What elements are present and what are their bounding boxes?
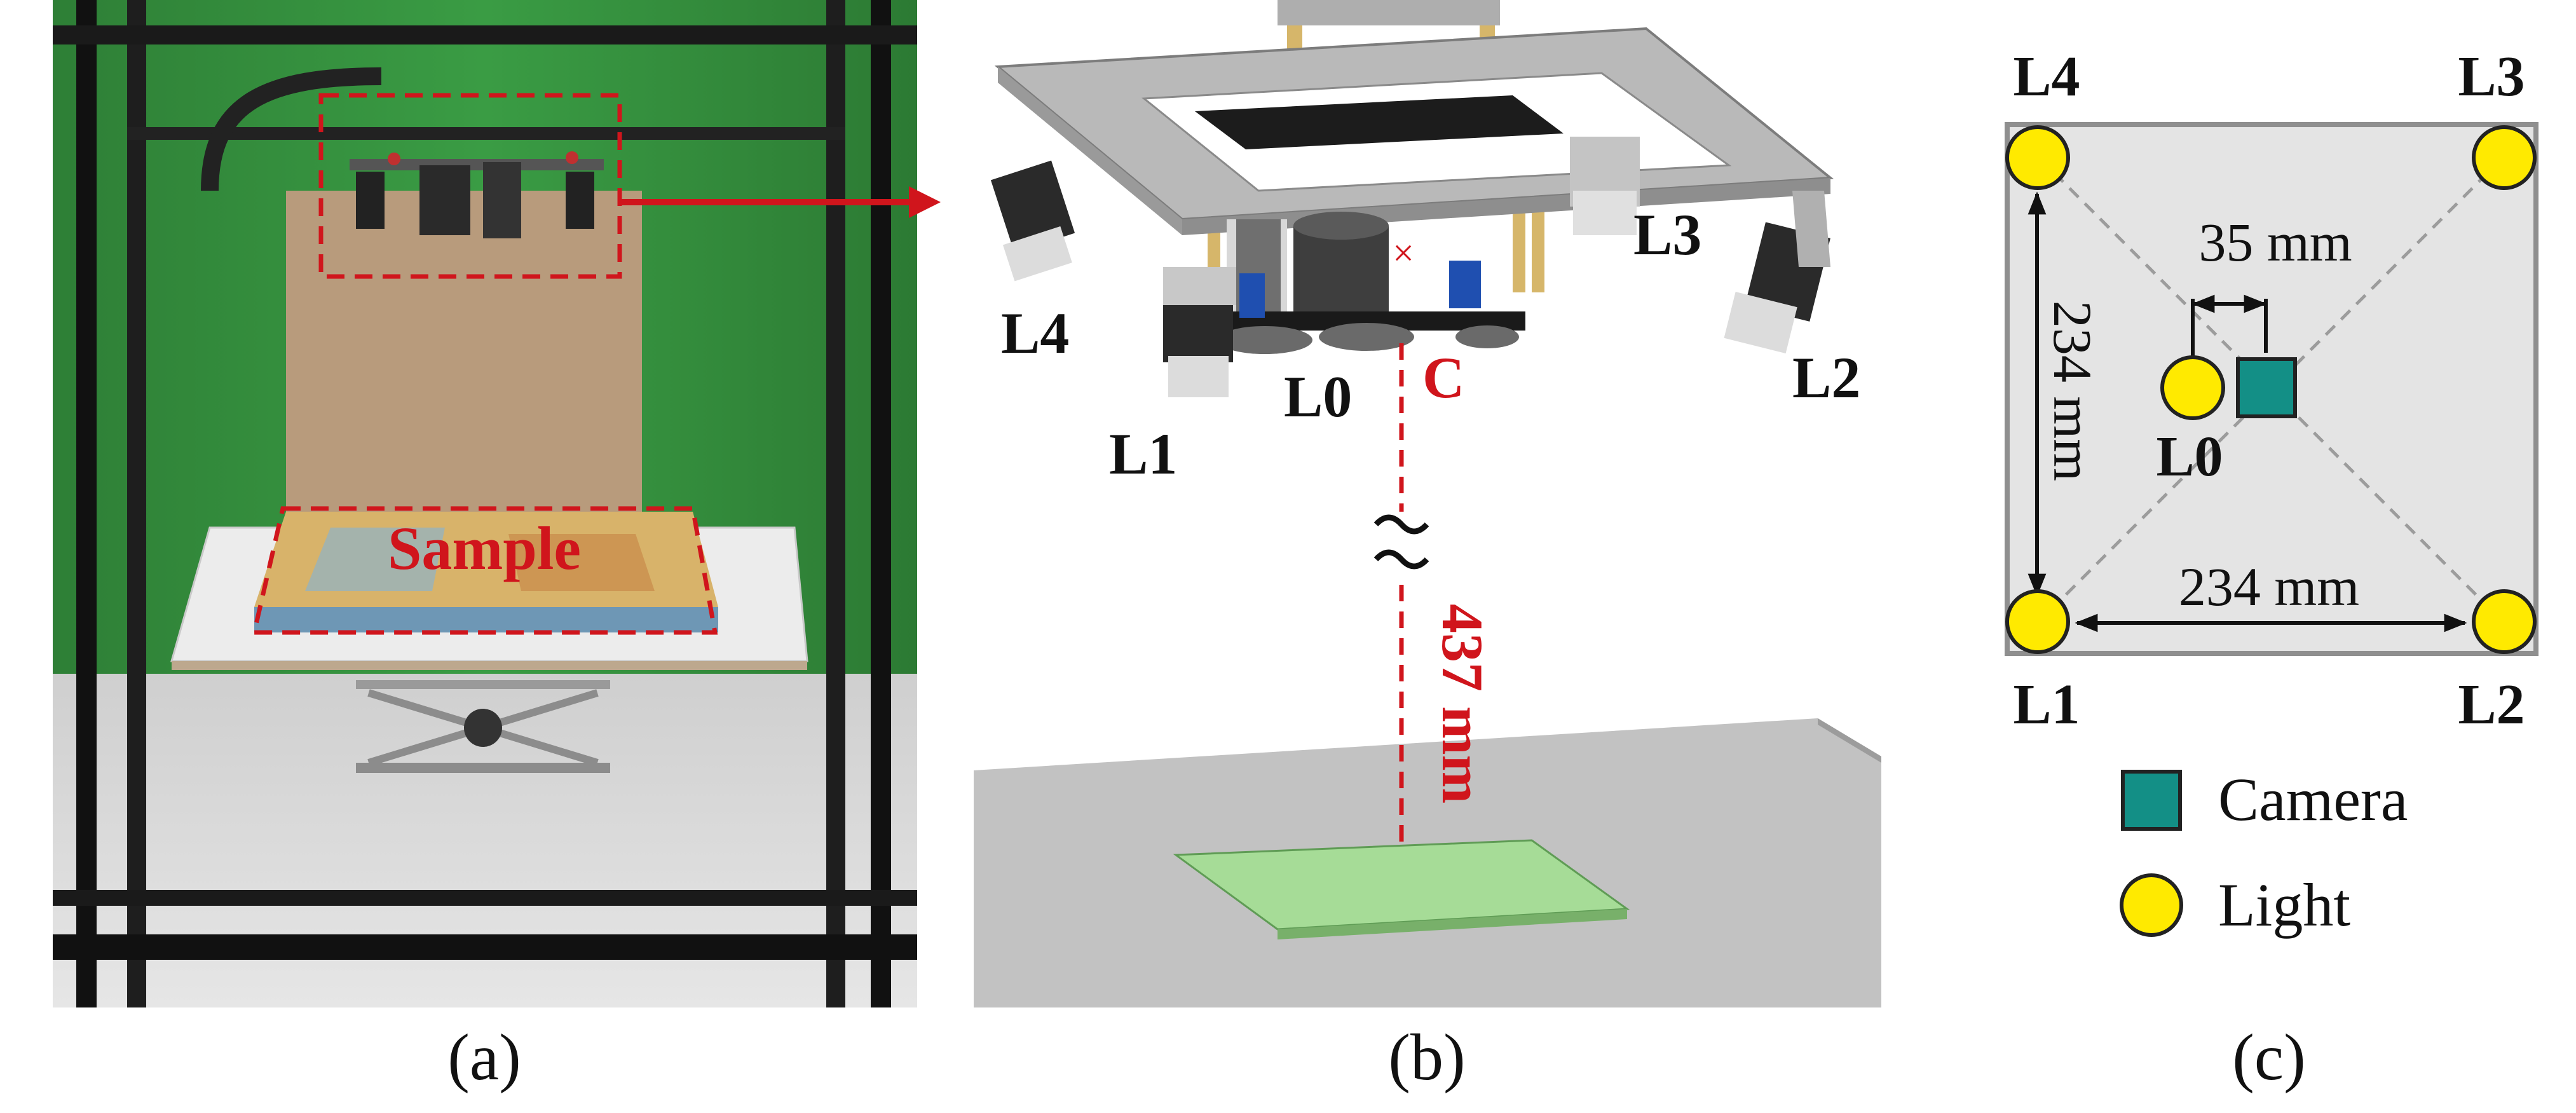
sample-label: Sample — [388, 514, 581, 582]
corner-label-top-right: L3 — [2458, 45, 2525, 108]
legend-light-label: Light — [2218, 871, 2350, 939]
frame-post-front-left — [76, 0, 97, 1007]
legend-camera-label: Camera — [2218, 765, 2408, 833]
light-module-l2 — [1724, 191, 1830, 353]
light-circle-icon — [2472, 125, 2537, 190]
distance-label: 437 mm — [1430, 604, 1495, 803]
offset-dimension-label: 35 mm — [2198, 212, 2352, 273]
lifting-table — [356, 680, 610, 773]
caption-b: (b) — [1388, 1021, 1466, 1094]
label-l4: L4 — [1001, 301, 1069, 365]
corner-label-top-left: L4 — [2013, 45, 2080, 108]
panel-a-photo: Sample — [53, 0, 917, 1007]
camera-center-mark: × — [1393, 232, 1414, 274]
label-camera-c: C — [1422, 345, 1464, 410]
frame-post-right — [826, 0, 845, 1007]
light-circle-icon — [2005, 589, 2070, 654]
frame-post-front-right — [871, 0, 891, 1007]
platform-edge — [172, 661, 807, 670]
panel-c-schematic: L4 L3 L1 L2 L0 35 mm 234 mm 234 mm Camer… — [2005, 45, 2539, 939]
center-light-label: L0 — [2156, 425, 2223, 488]
frame-inner-bar — [127, 127, 845, 140]
light-circle-icon — [2160, 355, 2225, 420]
legend: Camera Light — [2120, 765, 2408, 939]
sample-book-spine — [254, 607, 718, 632]
cable-chain — [201, 67, 382, 191]
top-mount-plate — [1195, 95, 1564, 149]
label-l0: L0 — [1284, 364, 1352, 429]
camera-square-icon — [2121, 770, 2182, 831]
cad-camera-body — [1293, 226, 1389, 324]
frame-top-bar — [53, 25, 917, 44]
frame-bottom-bar — [53, 934, 917, 960]
light-module-l4 — [990, 160, 1075, 282]
light-circle-icon — [2005, 125, 2070, 190]
frame-lower-bar — [53, 890, 917, 906]
width-dimension-label: 234 mm — [2179, 556, 2359, 617]
camera-square-icon — [2236, 357, 2297, 418]
height-dimension-label: 234 mm — [2042, 301, 2103, 481]
light-circle-icon — [2472, 589, 2537, 654]
sample-highlight-box — [251, 506, 718, 635]
panel-b-cad: × L4 L1 L0 C L3 L2 437 mm — [974, 0, 1881, 1007]
caption-c: (c) — [2232, 1021, 2306, 1094]
light-module-l1 — [1163, 267, 1236, 397]
axis-break-symbol — [1373, 514, 1429, 535]
camera-rig — [350, 151, 604, 238]
light-circle-icon — [2120, 873, 2183, 937]
corner-label-bottom-right: L2 — [2458, 673, 2525, 736]
frame-post-left — [127, 0, 146, 1007]
corner-label-bottom-left: L1 — [2013, 673, 2080, 736]
paper-backdrop — [286, 191, 642, 547]
label-l3: L3 — [1633, 202, 1701, 267]
label-l1: L1 — [1109, 421, 1177, 486]
rig-highlight-box — [318, 93, 622, 279]
label-l2: L2 — [1792, 345, 1860, 410]
caption-a: (a) — [447, 1021, 521, 1094]
light-module-l3 — [1570, 137, 1640, 235]
